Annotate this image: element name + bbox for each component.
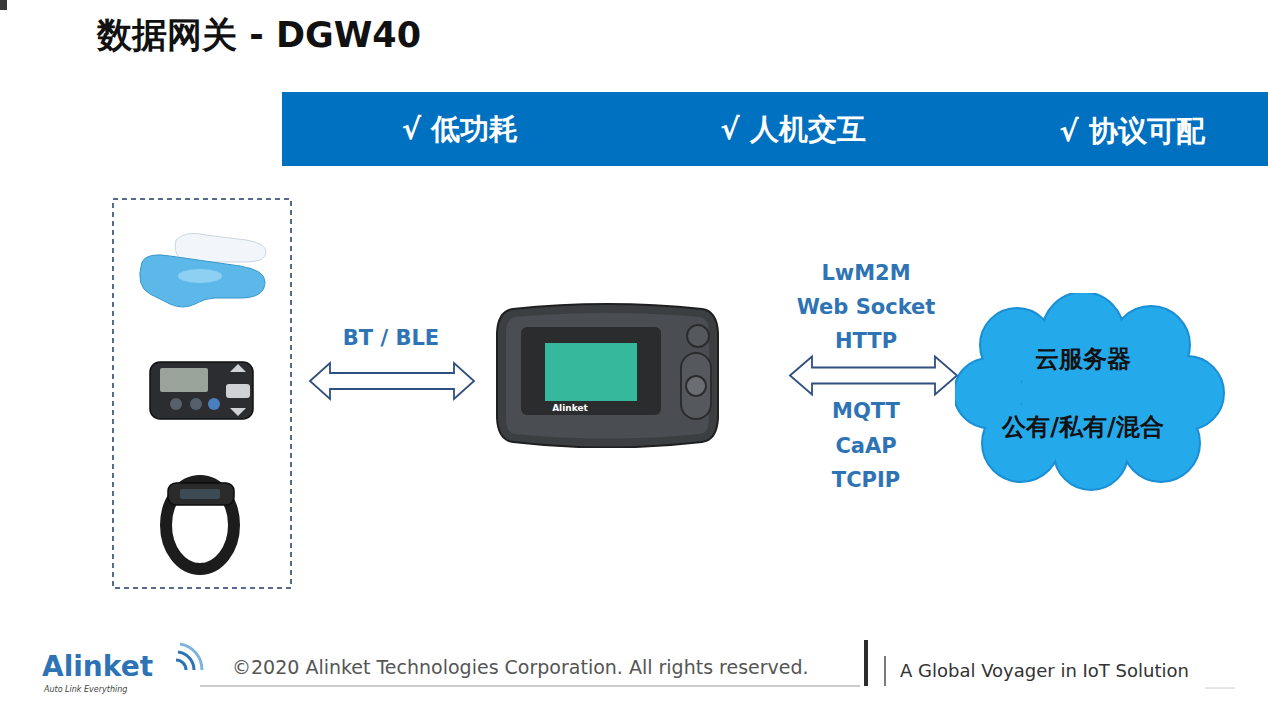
footer-divider (864, 640, 868, 686)
cloud-server: 云服务器公有/私有/混合 (955, 293, 1227, 491)
link-label: BT / BLE (343, 326, 439, 350)
protocol-label: HTTP (835, 329, 897, 353)
copyright: ©2020 Alinket Technologies Corporation. … (232, 656, 809, 678)
protocol-label: CaAP (835, 434, 896, 458)
feature-text: √ 低功耗 (402, 110, 518, 150)
protocol-label: MQTT (832, 399, 900, 423)
cloud-shape (955, 293, 1227, 491)
footer-divider (884, 656, 886, 686)
protocol-label: Web Socket (797, 295, 936, 319)
footer-rule (1205, 688, 1235, 689)
footer-rule (200, 685, 860, 686)
device-group-box (113, 199, 291, 588)
pump-device (150, 362, 253, 419)
logo-tagline: Auto Link Everything (44, 685, 127, 694)
device-brand: Alinket (552, 403, 588, 413)
slogan: A Global Voyager in IoT Solution (900, 660, 1189, 681)
gateway-body (495, 303, 720, 448)
patch-sensor (140, 233, 266, 307)
logo-text: Alinket (42, 650, 153, 683)
feature-band: √ 低功耗 √ 人机交互 √ 协议可配 (282, 92, 1268, 166)
link-arrow (790, 357, 957, 395)
protocol-label: LwM2M (821, 261, 910, 285)
wristband-device (166, 481, 234, 569)
cloud-text: 云服务器 (1035, 343, 1131, 375)
protocol-label: TCPIP (832, 468, 900, 492)
feature-text: √ 人机交互 (720, 110, 865, 150)
gateway-device: Alinket (495, 303, 720, 448)
feature-text: √ 协议可配 (1059, 112, 1204, 152)
edge-bar (0, 0, 7, 10)
logo-arcs (176, 644, 202, 670)
cloud-text: 公有/私有/混合 (1002, 411, 1164, 443)
bt-arrow (310, 363, 474, 399)
page-title: 数据网关 - DGW40 (97, 12, 421, 59)
